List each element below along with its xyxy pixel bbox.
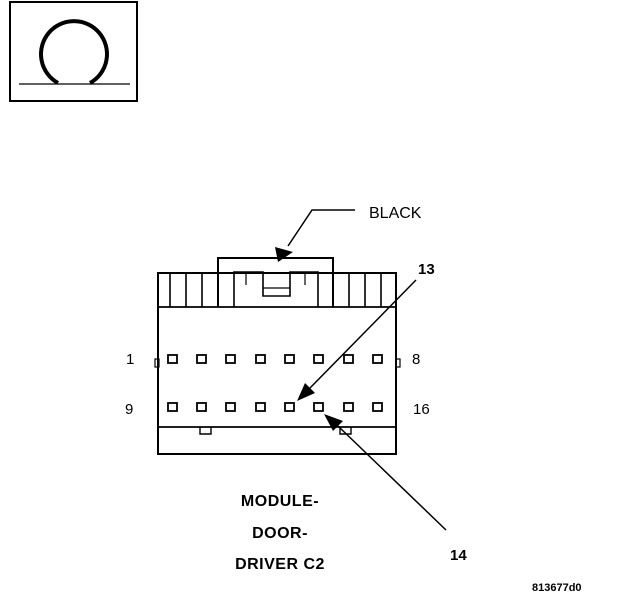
omega-view-icon (9, 1, 138, 102)
cavity-4 (255, 354, 266, 364)
cavity-1 (167, 354, 178, 364)
row-label-first-top: 1 (126, 351, 135, 368)
cavity-15 (343, 402, 354, 412)
cavity-14 (313, 402, 324, 412)
cavity-7 (343, 354, 354, 364)
cavity-3 (225, 354, 236, 364)
pin-14-label: 14 (450, 547, 467, 564)
pin-13-leader-arrow (297, 279, 417, 401)
cavity-10 (196, 402, 207, 412)
row-label-last-bottom: 16 (413, 401, 430, 418)
cavity-2 (196, 354, 207, 364)
pin-13-label: 13 (418, 261, 435, 278)
pin-14-leader-arrow (324, 414, 447, 531)
cavity-6 (313, 354, 324, 364)
figure-id: 813677d0 (532, 582, 582, 594)
cavity-13 (284, 402, 295, 412)
row-label-first-bottom: 9 (125, 401, 134, 418)
cavity-9 (167, 402, 178, 412)
cavity-11 (225, 402, 236, 412)
connector-body (154, 257, 401, 455)
row-label-last-top: 8 (412, 351, 421, 368)
connector-name-line-2: DOOR- (252, 525, 308, 542)
cavity-row-top (167, 354, 383, 364)
connector-name-line-1: MODULE- (240, 493, 320, 510)
cavity-row-bottom (167, 402, 383, 412)
cavity-16 (372, 402, 383, 412)
wire-color-label: BLACK (369, 205, 422, 222)
cavity-12 (255, 402, 266, 412)
color-leader-arrow (275, 209, 355, 262)
cavity-5 (284, 354, 295, 364)
cavity-8 (372, 354, 383, 364)
connector-name-line-3: DRIVER C2 (235, 556, 325, 573)
